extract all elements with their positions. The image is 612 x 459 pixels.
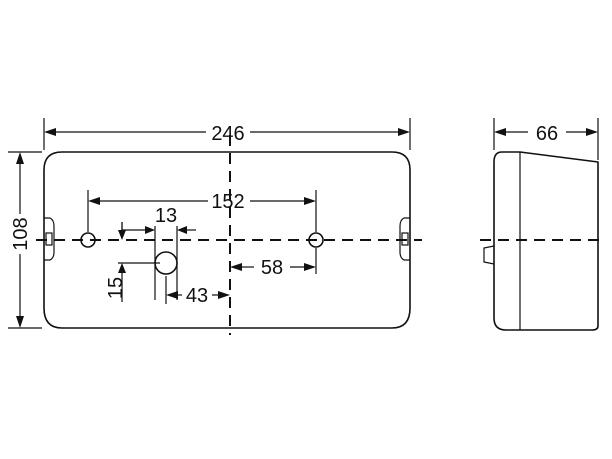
dim-overall-height: 108 — [8, 151, 42, 329]
offset-center-label: 43 — [186, 285, 208, 307]
side-connector — [483, 245, 495, 265]
front-view — [36, 135, 422, 335]
dim-hole-spacing: 152 — [87, 190, 317, 232]
depth-label: 66 — [536, 123, 558, 145]
dim-offset-center: 43 — [165, 276, 230, 307]
side-view — [480, 151, 604, 331]
overall-height-label: 108 — [10, 217, 32, 250]
hole-diameter-label: 13 — [155, 205, 177, 227]
overall-width-label: 246 — [211, 123, 244, 145]
dim-vertical-offset: 15 — [105, 222, 160, 302]
lamp-housing-outline — [43, 151, 411, 329]
side-housing-outline — [493, 151, 599, 331]
dim-overall-width: 246 — [43, 118, 411, 150]
vertical-offset-label: 15 — [105, 277, 127, 299]
hole-spacing-label: 152 — [211, 191, 244, 213]
dim-offset-right: 58 — [230, 248, 317, 279]
dim-depth: 66 — [493, 118, 599, 160]
offset-right-label: 58 — [261, 257, 283, 279]
